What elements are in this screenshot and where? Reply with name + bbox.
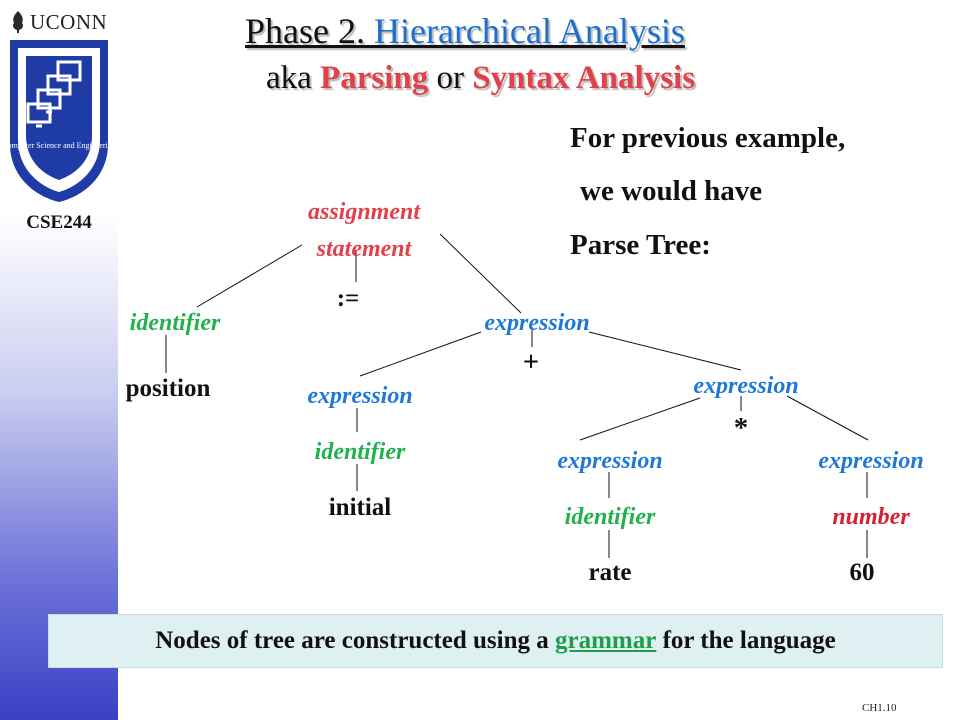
- token-60: 60: [850, 559, 875, 586]
- token-times: *: [734, 412, 749, 444]
- node-identifier-position: identifier: [130, 310, 221, 336]
- intro-line-3: Parse Tree:: [570, 229, 711, 261]
- intro-line-1: For previous example,: [570, 122, 846, 154]
- node-expression-top: expression: [484, 310, 589, 336]
- oak-leaf-icon: [13, 11, 23, 33]
- node-expression-right: expression: [693, 373, 798, 399]
- title-highlight: Hierarchical Analysis: [374, 11, 685, 51]
- node-statement: statement: [316, 236, 413, 262]
- subtitle-prefix: aka: [266, 60, 321, 96]
- seal-text: Computer Science and Engineering: [6, 141, 112, 150]
- cse-seal-icon: Computer Science and Engineering: [6, 40, 112, 202]
- course-code: CSE244: [26, 212, 92, 233]
- tree-edges: [165, 233, 869, 558]
- node-expression-left: expression: [307, 383, 412, 409]
- term-syntax-analysis: Syntax Analysis: [472, 60, 696, 96]
- token-initial: initial: [329, 494, 392, 521]
- slide-title: Phase 2. Hierarchical Analysis: [245, 10, 685, 52]
- slide-number: CH1.10: [862, 702, 897, 714]
- node-assignment: assignment: [308, 199, 421, 225]
- token-position: position: [126, 375, 211, 402]
- sidebar: UCONN Computer Science and Engineering C…: [0, 0, 118, 720]
- node-identifier-rate: identifier: [565, 504, 656, 530]
- subtitle-mid: or: [428, 60, 473, 96]
- slide-subtitle: aka Parsing or Syntax Analysis: [266, 60, 695, 97]
- token-plus: +: [523, 346, 540, 378]
- intro-line-2: we would have: [580, 175, 763, 207]
- footer-grammar-link[interactable]: grammar: [554, 627, 657, 654]
- token-assign: :=: [337, 285, 360, 312]
- node-number: number: [832, 504, 910, 530]
- uconn-text: UCONN: [30, 9, 108, 34]
- node-expression-rate: expression: [557, 448, 662, 474]
- footer-note: Nodes of tree are constructed using a gr…: [48, 614, 943, 668]
- footer-prefix: Nodes of tree are constructed using a: [155, 627, 549, 654]
- title-prefix: Phase 2.: [245, 11, 374, 51]
- term-parsing: Parsing: [320, 60, 429, 96]
- uconn-logo: UCONN: [10, 8, 107, 36]
- token-rate: rate: [588, 559, 631, 586]
- node-expression-60: expression: [818, 448, 923, 474]
- footer-suffix: for the language: [662, 627, 836, 654]
- node-identifier-initial: identifier: [315, 439, 406, 465]
